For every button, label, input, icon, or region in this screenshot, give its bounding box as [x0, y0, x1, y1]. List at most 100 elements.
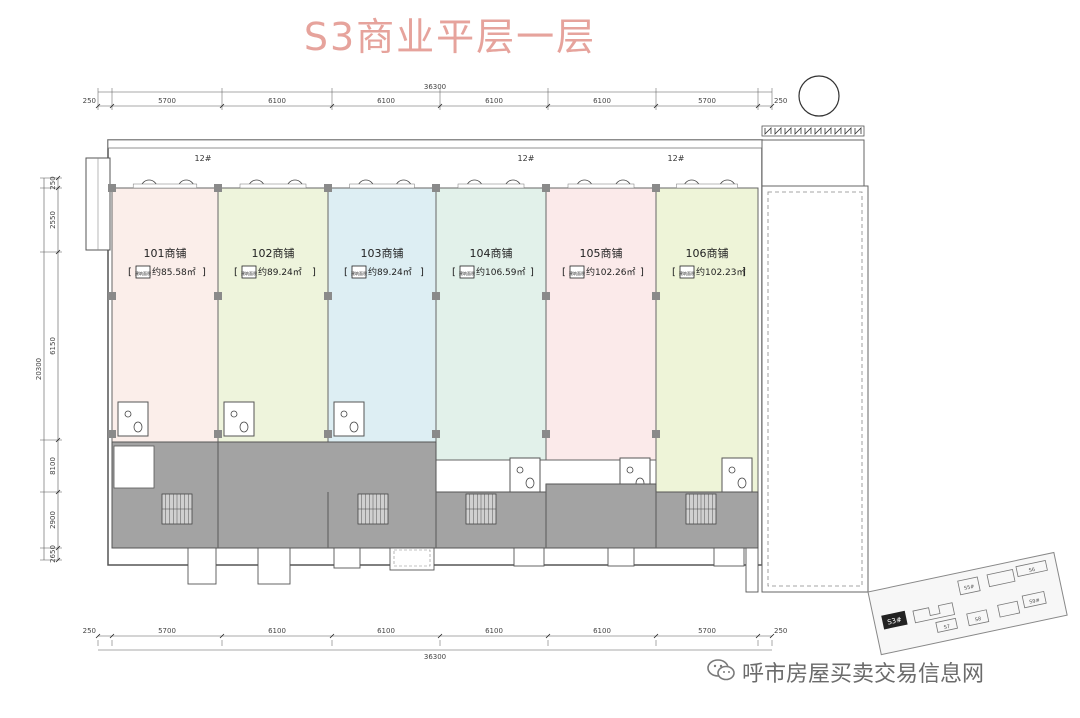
north-arrow-icon[interactable] [798, 75, 840, 117]
railing-mark [844, 127, 852, 135]
sink-icon [516, 466, 524, 474]
area-bracket: [ [562, 267, 566, 278]
dimension-label: 6100 [485, 97, 503, 105]
shop-room [655, 187, 759, 493]
restroom [333, 401, 365, 437]
dimension-tick [55, 185, 61, 191]
wechat-icon [707, 659, 735, 681]
railing-mark [834, 127, 842, 135]
staircase [465, 493, 497, 525]
dimension-tick [55, 249, 61, 255]
dimension-label: 5700 [158, 627, 176, 635]
dimension-tick [329, 103, 335, 109]
column [542, 430, 550, 438]
restroom [117, 401, 149, 437]
entry-vestibule [257, 547, 291, 585]
dimension-tick [109, 633, 115, 639]
area-bracket: ] [742, 267, 746, 278]
right-outdoor-structure [761, 125, 869, 593]
area-bracket: ] [202, 267, 206, 278]
shop-frontage [349, 183, 415, 189]
shop-frontage [457, 183, 525, 189]
staircase [161, 493, 193, 525]
dimension-label: 20300 [35, 358, 43, 380]
shop-room [327, 187, 437, 443]
shop-frontage [676, 183, 738, 189]
toilet-icon [737, 477, 747, 489]
dimension-label: 36300 [424, 653, 446, 661]
column [652, 184, 660, 192]
corridor-details [113, 442, 759, 593]
dimension-label: 6100 [593, 627, 611, 635]
dimension-tick [755, 103, 761, 109]
column [324, 184, 332, 192]
dimension-tick [329, 633, 335, 639]
sink-icon [230, 410, 238, 418]
entry-vestibule [713, 547, 745, 567]
shop-area: 约85.58㎡ [152, 266, 196, 278]
dimension-tick [55, 557, 61, 563]
shop-frontage [132, 183, 198, 189]
area-tag-box [135, 265, 151, 279]
dimension-tick [769, 633, 775, 639]
area-bracket: [ [234, 267, 238, 278]
column [108, 184, 116, 192]
area-bracket: [ [452, 267, 456, 278]
shop-name: 104商铺 [470, 246, 513, 260]
axis-label: 12# [668, 154, 685, 163]
dimension-label: 250 [774, 97, 787, 105]
sink-icon [340, 410, 348, 418]
shop-unit: 102商铺[]建筑面积约89.24㎡ [214, 179, 329, 443]
railing-frame [761, 125, 865, 137]
dimension-tick [437, 103, 443, 109]
shop-unit: 104商铺[]建筑面积约106.59㎡ [432, 179, 547, 493]
dimension-tick [55, 175, 61, 181]
entry-vestibule [607, 547, 635, 567]
area-tag-box [569, 265, 585, 279]
restroom [721, 457, 753, 493]
railing-mark [854, 127, 862, 135]
railing-mark [764, 127, 772, 135]
keyplan-label: S3# [887, 616, 903, 627]
column [432, 292, 440, 300]
dimension-label: 250 [83, 627, 96, 635]
area-tag-box [459, 265, 475, 279]
entry-vestibule [745, 547, 759, 593]
dimension-tick [219, 633, 225, 639]
column [542, 292, 550, 300]
dimension-label: 6100 [377, 627, 395, 635]
dimension-label: 6100 [268, 97, 286, 105]
dimension-label: 6100 [268, 627, 286, 635]
column [542, 184, 550, 192]
key-plan: S3# S5# S6 S7 S8 S9# [867, 551, 1068, 656]
shop-name: 105商铺 [580, 246, 623, 260]
column [432, 184, 440, 192]
shop-unit: 103商铺[]建筑面积约89.24㎡ [324, 179, 437, 443]
outer-wall-band [107, 139, 763, 149]
shop-name: 106商铺 [686, 246, 729, 260]
dimension-tick [653, 103, 659, 109]
column [108, 430, 116, 438]
column [324, 430, 332, 438]
area-tag: 建筑面积 [351, 270, 367, 276]
axis-label: 12# [195, 154, 212, 163]
area-tag: 建筑面积 [679, 270, 695, 276]
shop-room [435, 187, 547, 461]
area-tag: 建筑面积 [569, 270, 585, 276]
dimension-tick [545, 103, 551, 109]
dimension-tick [653, 633, 659, 639]
shop-area: 约102.23㎡ [696, 266, 746, 278]
shop-room [545, 187, 657, 461]
keyplan-label: S8 [974, 616, 981, 623]
vestibule-outline [393, 549, 431, 567]
dimension-tick [55, 489, 61, 495]
shop-room [111, 187, 219, 443]
area-tag: 建筑面积 [459, 270, 475, 276]
dimension-tick [55, 437, 61, 443]
railing-mark [784, 127, 792, 135]
entry-vestibule [513, 547, 545, 567]
column [324, 292, 332, 300]
toilet-icon [239, 421, 249, 433]
column [652, 430, 660, 438]
